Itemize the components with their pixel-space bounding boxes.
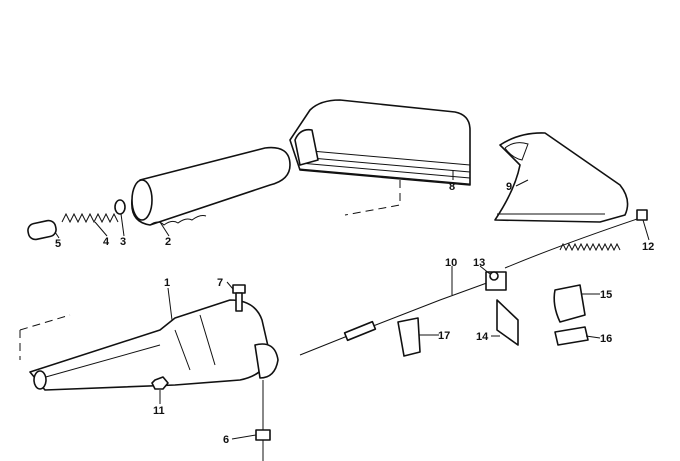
part-nut — [151, 376, 169, 390]
callout-13[interactable]: 13 — [473, 257, 485, 269]
part-bracket — [496, 299, 519, 346]
callout-5[interactable]: 5 — [55, 238, 61, 250]
part-clip — [255, 380, 271, 461]
part-grip — [131, 146, 291, 226]
callout-1[interactable]: 1 — [164, 277, 170, 289]
part-cable-lower — [299, 279, 496, 356]
callout-7[interactable]: 7 — [217, 277, 223, 289]
part-holder — [553, 284, 586, 323]
part-plate — [554, 326, 589, 346]
part-guide — [397, 317, 421, 357]
callout-8[interactable]: 8 — [449, 181, 455, 193]
callout-14[interactable]: 14 — [476, 331, 489, 343]
callout-2[interactable]: 2 — [165, 236, 171, 248]
callout-15[interactable]: 15 — [600, 289, 612, 301]
callout-10[interactable]: 10 — [445, 257, 457, 269]
callout-16[interactable]: 16 — [600, 333, 612, 345]
callout-17[interactable]: 17 — [438, 330, 450, 342]
part-console-cover — [494, 132, 629, 223]
part-button — [27, 219, 57, 241]
part-equaliser — [485, 271, 507, 291]
callout-3[interactable]: 3 — [120, 236, 126, 248]
leader-lines — [54, 170, 650, 440]
part-boot — [289, 99, 471, 216]
callouts: 1 2 3 4 5 6 7 8 9 10 11 12 13 14 15 16 1… — [55, 181, 654, 446]
callout-9[interactable]: 9 — [506, 181, 512, 193]
part-cable-upper — [504, 217, 641, 269]
callout-4[interactable]: 4 — [103, 236, 110, 248]
part-lever-base — [19, 299, 279, 391]
callout-6[interactable]: 6 — [223, 434, 229, 446]
part-washer — [114, 199, 126, 215]
callout-12[interactable]: 12 — [642, 241, 654, 253]
callout-11[interactable]: 11 — [153, 405, 165, 417]
part-spring — [61, 212, 119, 224]
